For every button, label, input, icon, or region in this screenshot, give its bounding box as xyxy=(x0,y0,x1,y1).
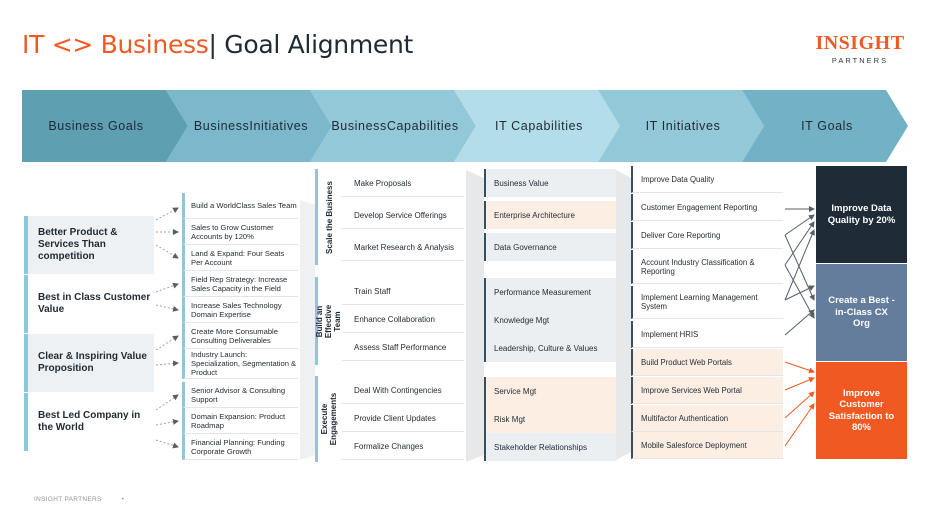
business-goal-item: Best in Class Customer Value xyxy=(24,275,154,333)
capability-group-label: Scale the Business xyxy=(324,180,334,254)
footer: INSIGHT PARTNERS• xyxy=(34,496,125,503)
business-capability-item: Provide Client Updates xyxy=(342,405,464,432)
it-initiative-item: Mobile Salesforce Deployment xyxy=(631,432,783,459)
connector-arrow xyxy=(784,229,815,301)
it-capability-item: Leadership, Culture & Values xyxy=(484,334,616,362)
column-header-business-goals: Business Goals xyxy=(48,118,144,133)
chevron-shape xyxy=(598,90,764,162)
it-capability-item: Enterprise Architecture xyxy=(484,201,616,229)
column-header-it-capabilities: IT Capabilities xyxy=(495,118,583,133)
page-title: IT <> Business| Goal Alignment xyxy=(22,30,414,59)
business-capability-item: Assess Staff Performance xyxy=(342,334,464,361)
it-goal-cx-org: Create a Best - in-Class CX Org xyxy=(816,264,907,361)
capability-group-scale xyxy=(315,169,465,265)
it-initiative-item: Implement HRIS xyxy=(631,321,783,348)
connector-arrow xyxy=(155,360,179,367)
column-header-it-initiatives: IT Initiatives xyxy=(645,118,721,133)
chevron-shape xyxy=(166,90,332,162)
capability-group-label: Execute Engagements xyxy=(320,392,338,446)
connector-arrow xyxy=(784,234,815,301)
it-capability-item: Data Governance xyxy=(484,233,616,261)
connector-arrow xyxy=(784,214,815,236)
it-initiative-item: Build Product Web Portals xyxy=(631,349,783,376)
capability-group-execute xyxy=(315,376,465,462)
it-initiative-item: Account Industry Classification & Report… xyxy=(631,250,783,284)
business-initiative-item: Sales to Grow Customer Accounts by 120% xyxy=(182,219,298,245)
connector-arrow xyxy=(784,221,815,266)
connector-arrow xyxy=(155,394,179,411)
funnel-shape xyxy=(300,200,315,460)
business-goal-item: Best Led Company in the World xyxy=(24,393,154,451)
connector-arrow xyxy=(155,304,179,312)
column-header-it-goals: IT Goals xyxy=(801,118,853,133)
connector-arrow xyxy=(155,439,179,449)
it-capability-item: Business Value xyxy=(484,169,616,197)
it-capability-item: Service Mgt xyxy=(484,377,616,405)
capability-group-label: Build an Effective Team xyxy=(315,304,343,338)
it-goal-data-quality: Improve Data Quality by 20% xyxy=(816,166,907,263)
business-goal-item: Better Product & Services Than competiti… xyxy=(24,216,154,274)
it-capability-item: Risk Mgt xyxy=(484,405,616,433)
business-initiative-item: Create More Consumable Consulting Delive… xyxy=(182,323,298,349)
chevron-shapes xyxy=(22,90,908,162)
connector-arrow xyxy=(155,418,179,426)
business-initiative-item: Land & Expand: Four Seats Per Account xyxy=(182,245,298,271)
connector-arrow xyxy=(784,264,815,319)
chevron-shape xyxy=(454,90,620,162)
it-initiative-item: Improve Data Quality xyxy=(631,166,783,193)
it-initiative-item: Customer Engagement Reporting xyxy=(631,194,783,221)
business-capability-item: Train Staff xyxy=(342,278,464,305)
it-initiative-item: Implement Learning Management System xyxy=(631,286,783,319)
business-capability-item: Formalize Changes xyxy=(342,433,464,460)
connector-arrow xyxy=(155,244,179,259)
chevron-shape xyxy=(310,90,476,162)
business-initiative-item: Field Rep Strategy: Increase Sales Capac… xyxy=(182,271,298,297)
funnel-shape xyxy=(616,170,631,460)
connector-arrow xyxy=(155,207,179,221)
connector-arrow xyxy=(155,335,179,351)
logo-wordmark: INSIGHT xyxy=(815,32,905,54)
logo-subtitle: PARTNERS xyxy=(831,56,889,65)
it-initiative-item: Deliver Core Reporting xyxy=(631,222,783,249)
capability-group-team xyxy=(315,277,465,365)
business-capability-item: Deal With Contingencies xyxy=(342,377,464,404)
business-capability-item: Enhance Collaboration xyxy=(342,306,464,333)
funnel-shape xyxy=(466,170,484,462)
business-goal-item: Clear & Inspiring Value Proposition xyxy=(24,334,154,392)
business-initiative-item: Domain Expansion: Product Roadmap xyxy=(182,408,298,434)
chevron-shape xyxy=(22,90,188,162)
it-initiative-item: Multifactor Authentication xyxy=(631,405,783,432)
connector-arrow xyxy=(784,391,815,419)
connector-arrow xyxy=(784,361,815,374)
connector-arrow xyxy=(784,377,815,391)
it-capability-item: Knowledge Mgt xyxy=(484,306,616,334)
business-capability-item: Develop Service Offerings xyxy=(342,202,464,229)
connector-arrow xyxy=(784,403,815,447)
insight-partners-logo: INSIGHT PARTNERS xyxy=(810,33,910,65)
business-initiative-item: Industry Launch: Specialization, Segment… xyxy=(182,349,298,379)
business-initiative-item: Senior Advisor & Consulting Support xyxy=(182,382,298,408)
chevron-shape xyxy=(742,90,908,162)
business-initiative-item: Increase Sales Technology Domain Experti… xyxy=(182,297,298,323)
business-capability-item: Market Research & Analysis xyxy=(342,234,464,261)
connector-arrow xyxy=(784,309,815,336)
connector-arrow xyxy=(155,282,179,293)
business-initiative-item: Build a WorldClass Sales Team xyxy=(182,193,298,219)
business-initiative-item: Financial Planning: Funding Corporate Gr… xyxy=(182,434,298,460)
business-capability-item: Make Proposals xyxy=(342,170,464,197)
it-capability-item: Stakeholder Relationships xyxy=(484,433,616,461)
connector-arrow xyxy=(784,285,815,301)
it-capability-item: Performance Measurement xyxy=(484,278,616,306)
it-initiative-item: Improve Services Web Portal xyxy=(631,377,783,404)
it-goal-customer-satisfaction: Improve Customer Satisfaction to 80% xyxy=(816,362,907,459)
